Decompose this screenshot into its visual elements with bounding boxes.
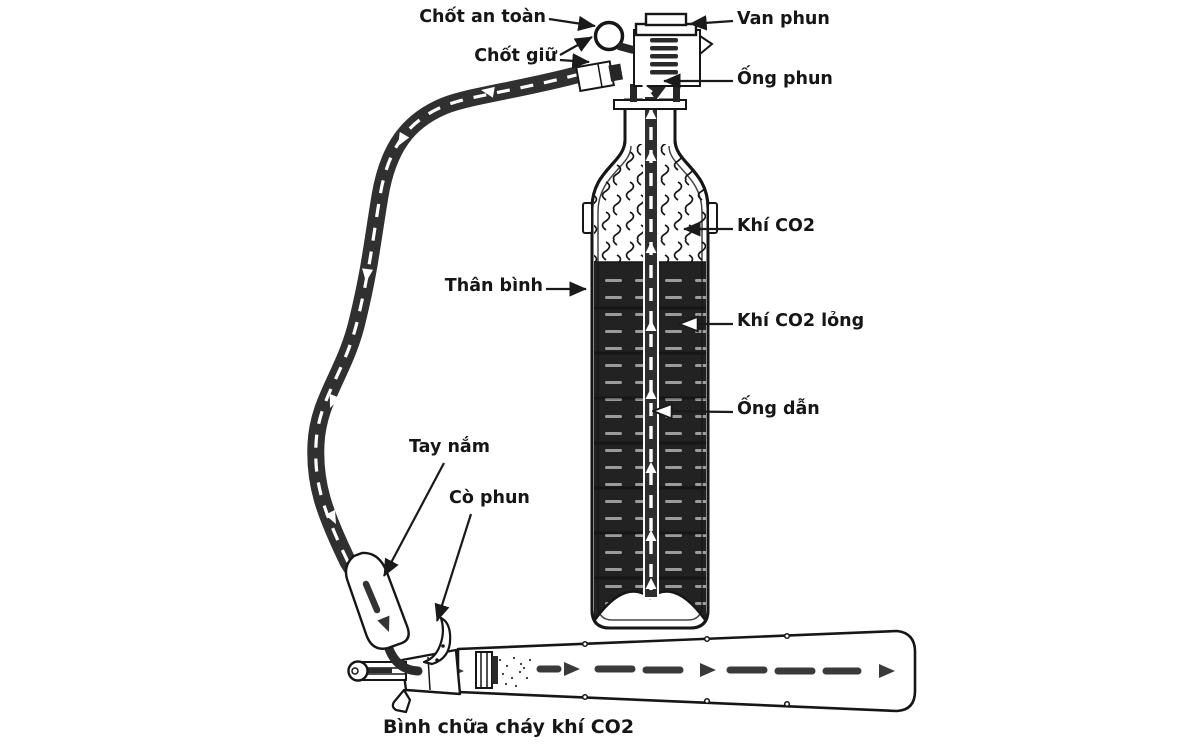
siphon-tube	[643, 95, 659, 599]
discharge-assembly	[344, 551, 917, 714]
label-chot-an-toan: Chốt an toàn	[419, 7, 546, 27]
tank-inner-wall	[597, 145, 703, 621]
label-ong-phun: Ống phun	[737, 69, 833, 89]
leader-chot-giu-1	[559, 36, 593, 56]
valve-flow-chevron	[641, 79, 653, 93]
valve-fin	[699, 34, 714, 57]
tank-side-tab-left	[582, 202, 593, 234]
valve-assembly	[575, 12, 714, 110]
horn-connector-seal	[492, 656, 498, 684]
hose-flow-arrow	[329, 393, 340, 408]
safety-pin	[617, 42, 635, 54]
horn-connector	[475, 651, 493, 689]
label-co-phun: Cò phun	[449, 488, 530, 508]
leader-co-phun	[434, 513, 473, 622]
horn-seam-nubs	[581, 632, 791, 708]
diagram-caption: Bình chữa cháy khí CO2	[383, 716, 635, 738]
valve-post-left	[630, 84, 637, 102]
label-than-binh: Thân bình	[444, 276, 543, 296]
hose	[307, 65, 589, 593]
grip-flow-dash	[362, 580, 381, 614]
label-chot-giu: Chốt giữ	[474, 46, 557, 66]
leader-tay-nam	[383, 462, 445, 577]
leader-chot-an-toan	[548, 15, 596, 32]
hose-flow-arrow	[362, 268, 374, 282]
valve-post-right	[673, 84, 680, 102]
leader-chot-giu-2	[559, 53, 590, 69]
horn-flow	[536, 665, 862, 675]
safety-pin-ring	[593, 20, 625, 52]
trigger-guard	[391, 688, 412, 714]
label-khi-co2: Khí CO2	[737, 216, 816, 236]
tank	[582, 95, 718, 630]
leader-lines	[383, 15, 734, 622]
leader-ong-dan	[653, 411, 734, 412]
handle-grip	[344, 551, 410, 650]
hose-flow-arrow	[481, 86, 495, 98]
tube-flow-arrows	[645, 108, 657, 589]
label-tay-nam: Tay nắm	[409, 437, 490, 457]
label-van-phun: Van phun	[737, 9, 830, 29]
hose-flow-dashes	[314, 72, 581, 585]
tank-side-tab-right	[707, 202, 718, 234]
label-khi-co2-long: Khí CO2 lỏng	[737, 311, 865, 331]
label-ong-dan: Ống dẫn	[737, 399, 820, 419]
valve-cap-upper	[644, 12, 688, 27]
hose-elbow	[383, 641, 423, 676]
hose-connector	[575, 60, 623, 93]
spray-speckles	[498, 656, 532, 688]
neck-flange	[613, 99, 687, 110]
grip-flow-arrow	[377, 615, 390, 632]
leader-van-phun	[689, 15, 734, 31]
gun-barrel-pin	[366, 668, 392, 673]
hose-flow-arrow	[398, 131, 410, 146]
discharge-horn	[456, 629, 917, 713]
hose-flow-arrow	[325, 509, 336, 524]
